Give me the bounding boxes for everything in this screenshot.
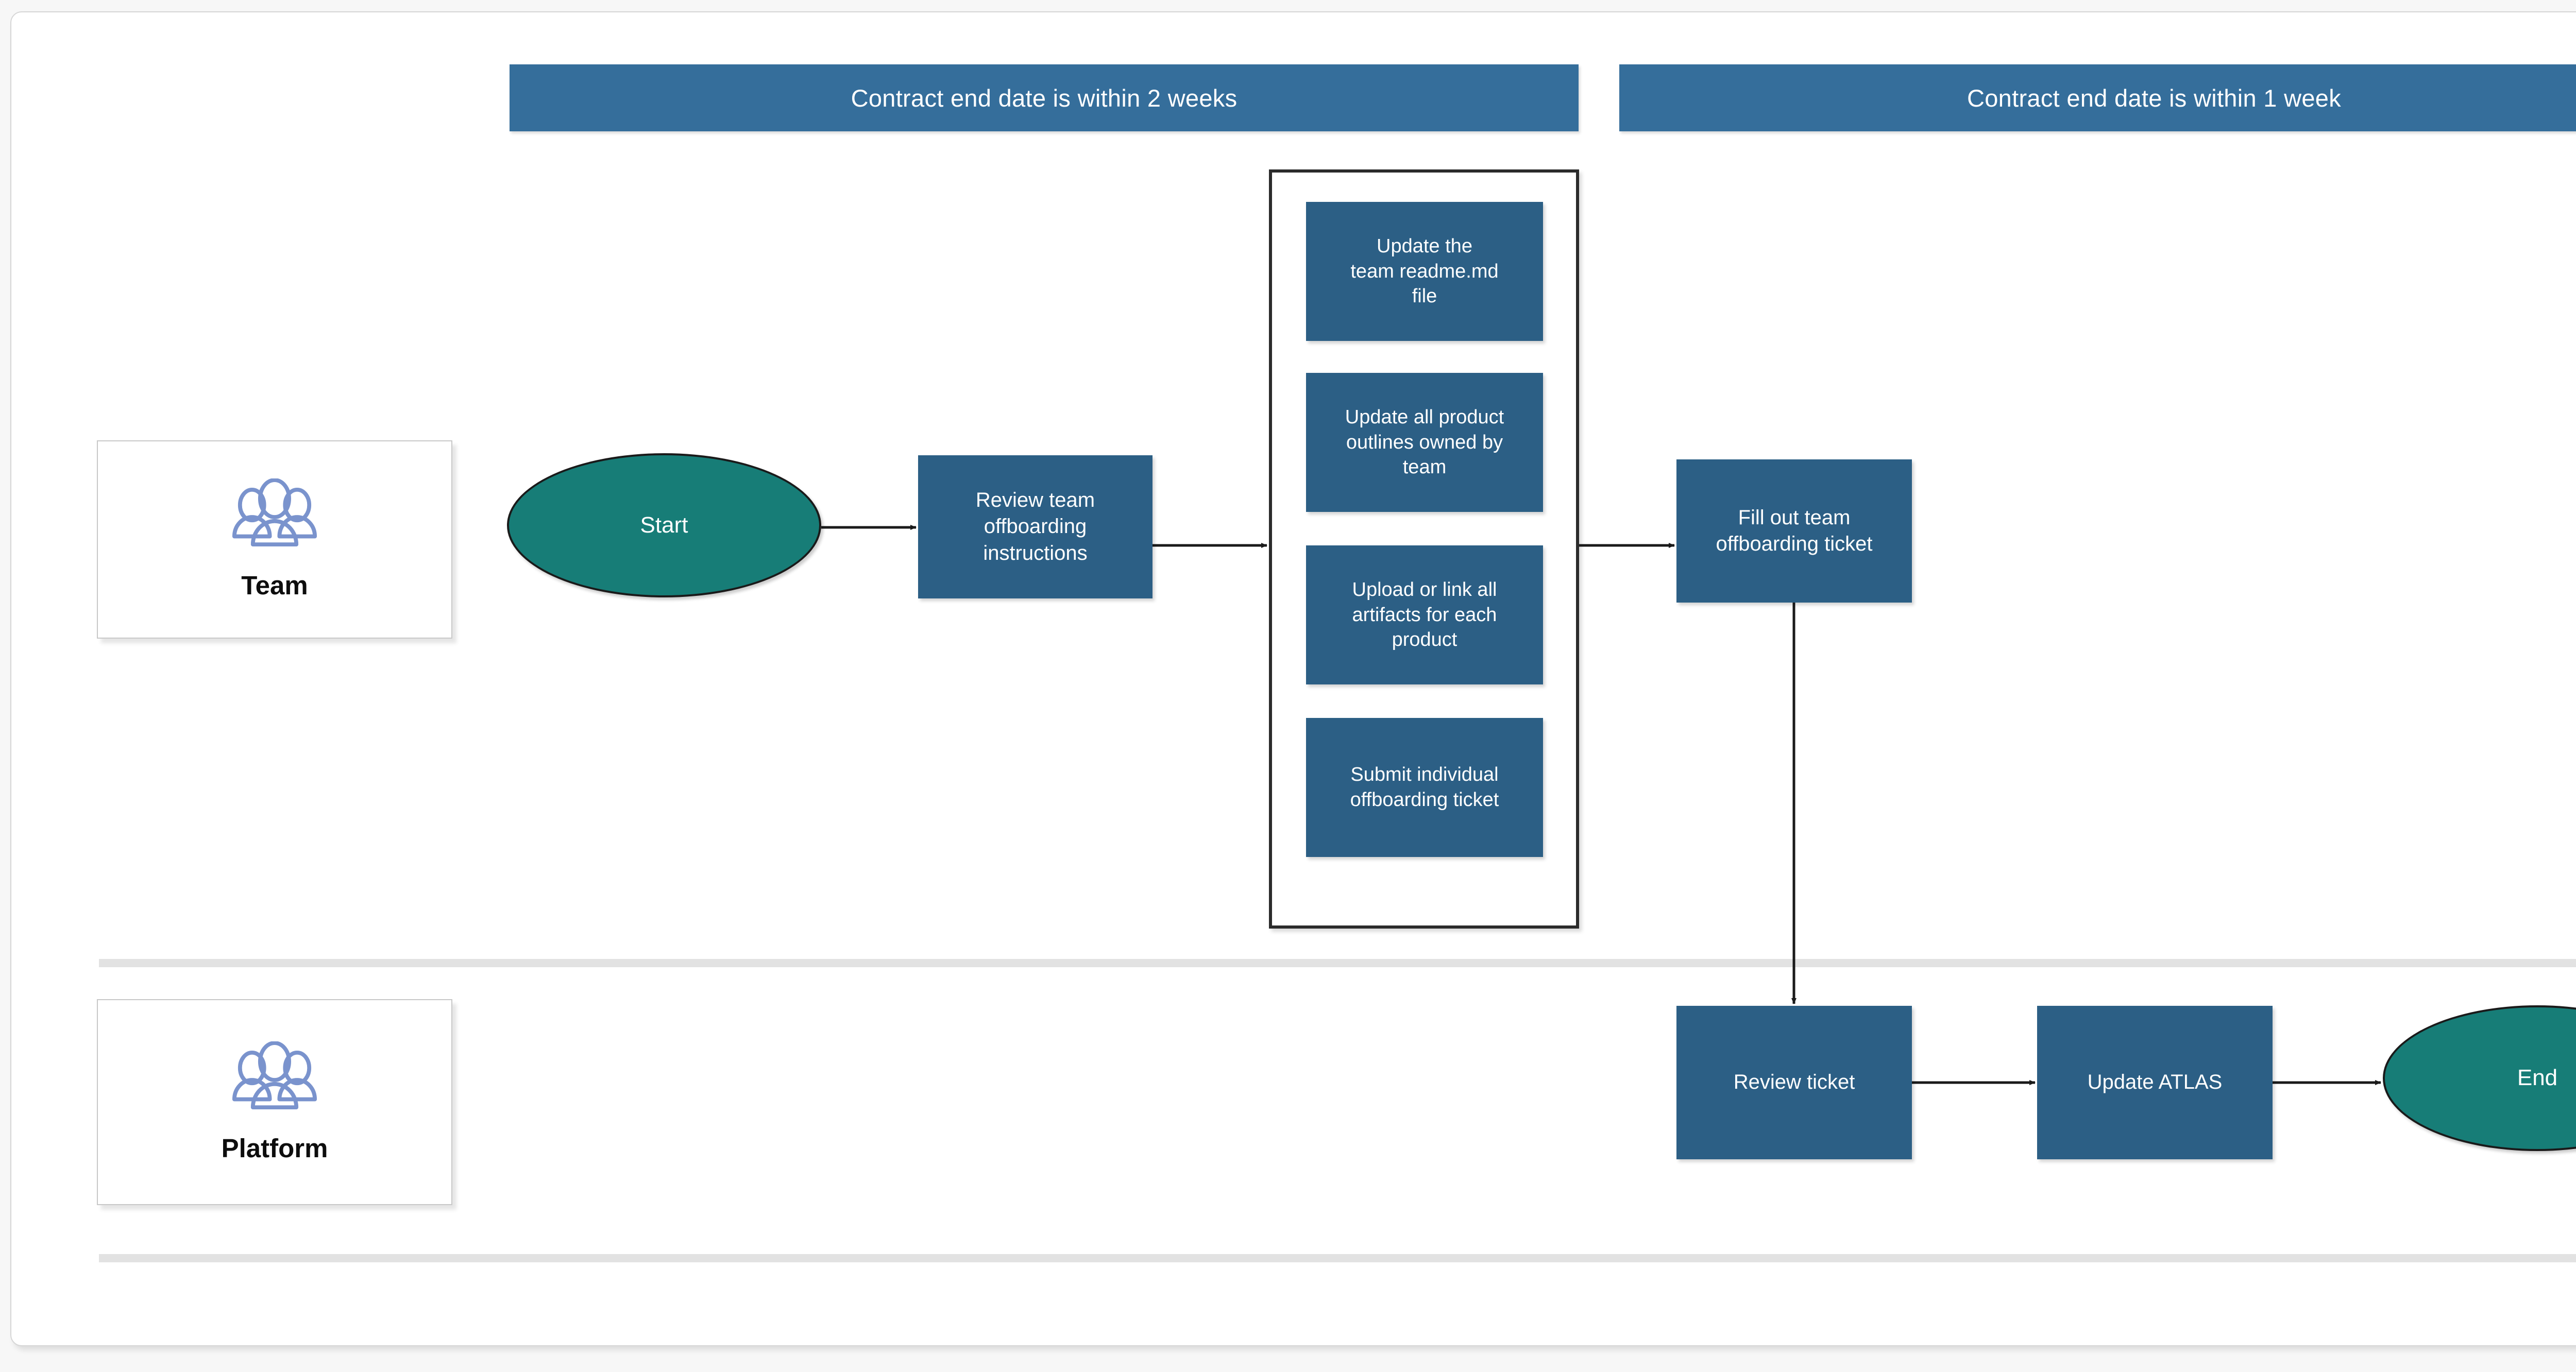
phase-header-2-weeks[interactable]: Contract end date is within 2 weeks bbox=[510, 64, 1579, 131]
node-update-product-outlines[interactable]: Update all product outlines owned by tea… bbox=[1306, 373, 1543, 512]
lane-label-platform: Platform bbox=[221, 1133, 328, 1163]
node-start[interactable]: Start bbox=[507, 453, 821, 597]
node-end[interactable]: End bbox=[2383, 1005, 2576, 1151]
people-group-icon bbox=[226, 1040, 324, 1119]
node-review-ticket[interactable]: Review ticket bbox=[1676, 1006, 1912, 1159]
diagram-canvas: Contract end date is within 2 weeks Cont… bbox=[10, 11, 2576, 1346]
lane-label-team: Team bbox=[241, 571, 308, 600]
node-review-team-offboarding-instructions[interactable]: Review team offboarding instructions bbox=[918, 455, 1153, 598]
phase-header-1-week[interactable]: Contract end date is within 1 week bbox=[1619, 64, 2576, 131]
node-update-atlas[interactable]: Update ATLAS bbox=[2037, 1006, 2273, 1159]
lane-separator-bottom bbox=[99, 1254, 2576, 1262]
lane-separator-top bbox=[99, 959, 2576, 967]
people-group-icon bbox=[226, 478, 324, 556]
lane-card-team[interactable]: Team bbox=[97, 440, 452, 639]
node-fill-out-team-offboarding-ticket[interactable]: Fill out team offboarding ticket bbox=[1676, 459, 1912, 603]
node-update-team-readme[interactable]: Update the team readme.md file bbox=[1306, 202, 1543, 341]
node-upload-artifacts[interactable]: Upload or link all artifacts for each pr… bbox=[1306, 545, 1543, 684]
lane-card-platform[interactable]: Platform bbox=[97, 999, 452, 1205]
node-submit-individual-offboarding-ticket[interactable]: Submit individual offboarding ticket bbox=[1306, 718, 1543, 857]
